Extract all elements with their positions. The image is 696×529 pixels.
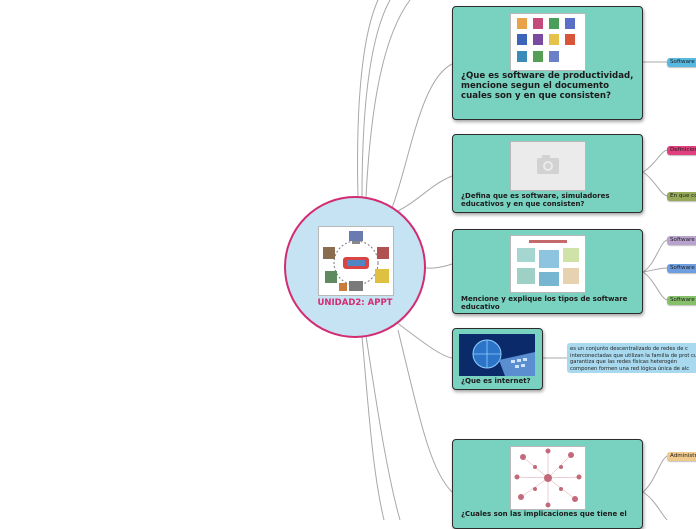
software-types-image bbox=[510, 235, 586, 293]
topic-title: ¿Defina que es software, simuladores edu… bbox=[461, 192, 610, 209]
topic-software-definition[interactable]: ¿Defina que es software, simuladores edu… bbox=[452, 134, 643, 213]
people-network-icon bbox=[511, 447, 585, 509]
internet-image bbox=[459, 334, 535, 376]
leaf-software-type-1[interactable]: Software bbox=[667, 236, 696, 245]
topic-title: ¿Cuales son las implicaciones que tiene … bbox=[461, 510, 627, 518]
software-types-diagram-icon bbox=[511, 236, 585, 292]
topic-educational-software-types[interactable]: Mencione y explique los tipos de softwar… bbox=[452, 229, 643, 314]
leaf-software[interactable]: Software bbox=[667, 58, 696, 67]
central-topic-title: UNIDAD2: APPT bbox=[317, 298, 393, 308]
office-apps-icon bbox=[511, 14, 585, 70]
topic-title: Mencione y explique los tipos de softwar… bbox=[461, 295, 628, 312]
camera-placeholder-icon bbox=[511, 142, 585, 190]
central-topic[interactable]: UNIDAD2: APPT bbox=[284, 196, 426, 338]
leaf-en-que-consisten[interactable]: En que co bbox=[667, 192, 696, 201]
central-topic-image bbox=[318, 226, 394, 296]
people-network-image bbox=[510, 446, 586, 510]
computer-network-icon bbox=[319, 227, 393, 295]
internet-keyboard-icon bbox=[459, 334, 535, 376]
leaf-administracion[interactable]: Administr bbox=[667, 452, 696, 461]
leaf-definicion[interactable]: Definicion bbox=[667, 146, 696, 155]
office-apps-image bbox=[510, 13, 586, 71]
topic-productivity-software[interactable]: ¿Que es software de productividad, menci… bbox=[452, 6, 643, 120]
internet-definition-text[interactable]: es un conjunto descentralizado de redes … bbox=[567, 343, 696, 373]
placeholder-image bbox=[510, 141, 586, 191]
leaf-software-type-3[interactable]: Software bbox=[667, 296, 696, 305]
topic-implications[interactable]: ¿Cuales son las implicaciones que tiene … bbox=[452, 439, 643, 529]
topic-what-is-internet[interactable]: ¿Que es internet? bbox=[452, 328, 543, 390]
topic-title: ¿Que es internet? bbox=[461, 377, 531, 385]
topic-title: ¿Que es software de productividad, menci… bbox=[461, 71, 634, 102]
leaf-software-type-2[interactable]: Software bbox=[667, 264, 696, 273]
